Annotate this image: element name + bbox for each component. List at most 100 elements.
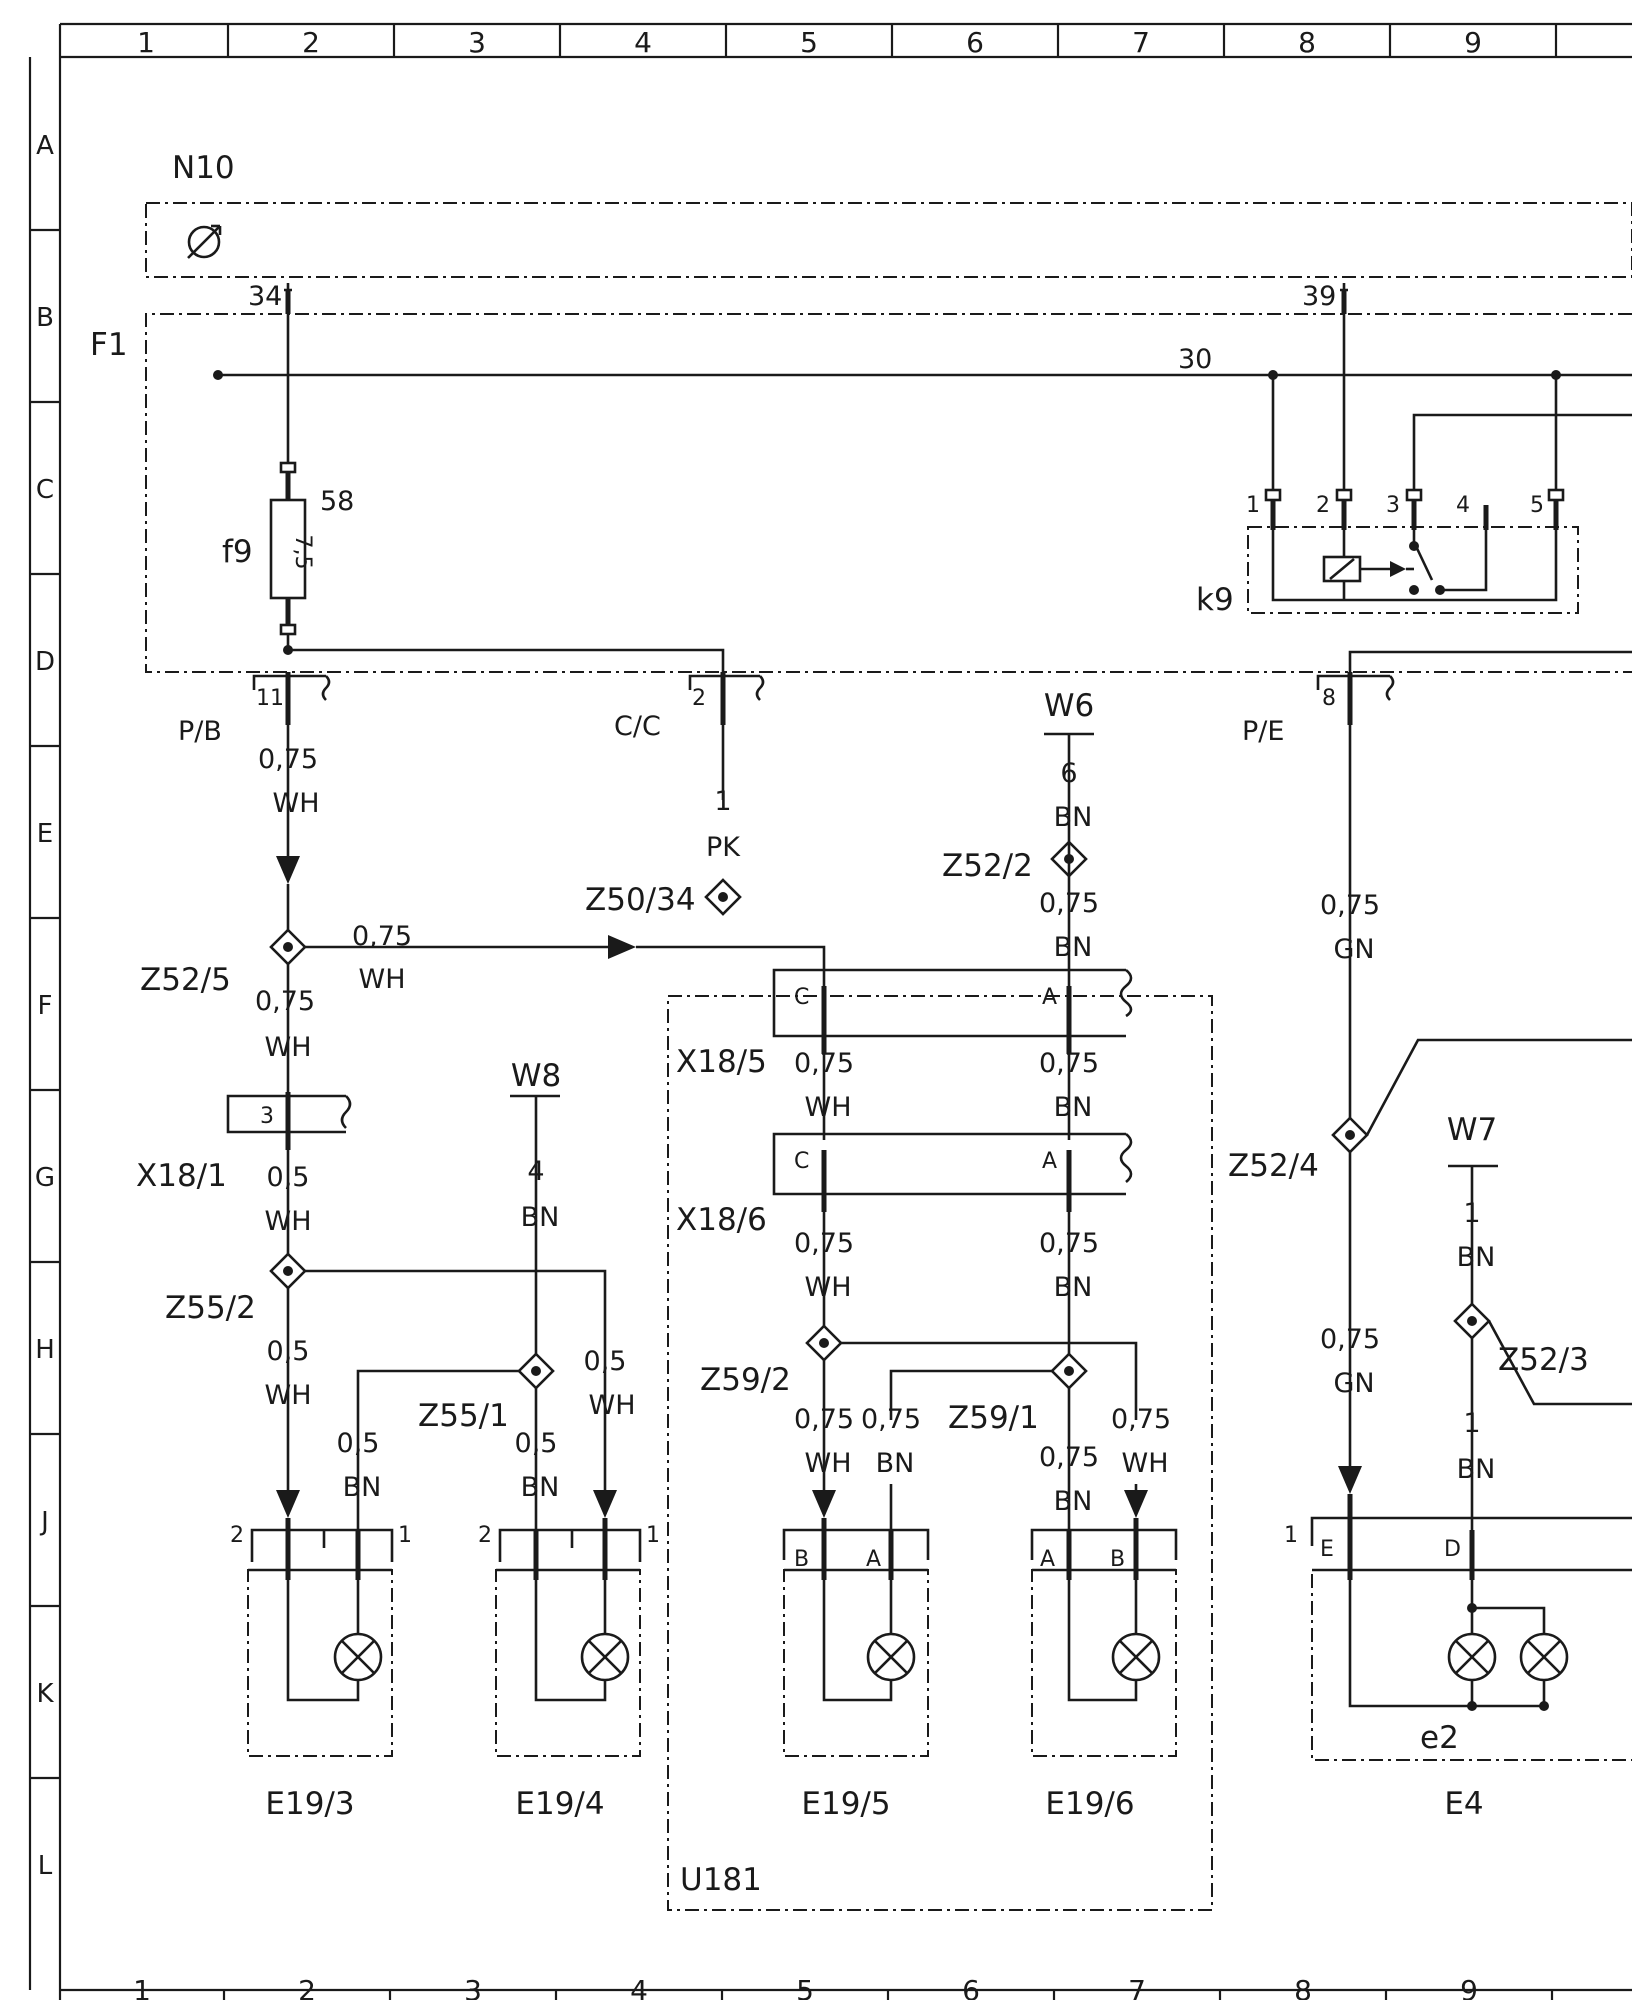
splice-z55-1 <box>517 1352 555 1390</box>
splice-z55-2-label: Z55/2 <box>165 1290 256 1326</box>
wire-size: 1 <box>1463 1408 1480 1439</box>
wire-color: BN <box>876 1448 915 1479</box>
wire-size: 0,5 <box>267 1162 310 1193</box>
col-label-top: 7 <box>1132 26 1150 59</box>
wire-size: 0,5 <box>337 1428 380 1459</box>
splice-z52-5 <box>269 928 307 966</box>
pin-a-label: A <box>1042 1149 1057 1174</box>
ground-w7-group: W7 1 BN Z52/3 1 BN <box>1447 1112 1632 1530</box>
row-label: J <box>39 1507 49 1537</box>
wire-size: 0,75 <box>1039 1442 1099 1473</box>
wire-size: 0,75 <box>1039 888 1099 919</box>
col-label-bottom: 4 <box>630 1974 648 2000</box>
connector-cc-label: C/C <box>614 711 661 742</box>
wire-color: BN <box>1054 932 1093 963</box>
splice-z59-1 <box>1050 1352 1088 1390</box>
row-label: E <box>37 819 53 849</box>
ground-w6-label: W6 <box>1044 688 1094 724</box>
pin-58-label: 58 <box>320 486 354 517</box>
wire-size: 0,75 <box>1039 1048 1099 1079</box>
wire-color: BN <box>521 1472 560 1503</box>
col-label-top: 8 <box>1298 26 1316 59</box>
relay-module-icon <box>187 224 222 259</box>
wire-color: WH <box>265 1206 312 1237</box>
wire-color: WH <box>805 1092 852 1123</box>
connector-x18-6-label: X18/6 <box>676 1202 767 1238</box>
splice-z52-5-label: Z52/5 <box>140 962 231 998</box>
pin-b-label: B <box>1110 1547 1125 1572</box>
wire-color: BN <box>1054 1486 1093 1517</box>
fuse-f9-circuit: 34 7,5 f9 58 <box>222 281 725 684</box>
wire-color: WH <box>805 1448 852 1479</box>
ground-w8-label: W8 <box>511 1058 561 1094</box>
splice-z59-2 <box>805 1324 843 1362</box>
col-label-top: 3 <box>468 26 486 59</box>
connector-pb-label: P/B <box>178 716 222 747</box>
splice-z52-3 <box>1453 1302 1491 1340</box>
wire-size: 0,5 <box>515 1428 558 1459</box>
wire-color: WH <box>273 788 320 819</box>
pin-a-label: A <box>1040 1547 1055 1572</box>
pin-1-label: 1 <box>646 1523 660 1548</box>
unit-u181-label: U181 <box>680 1862 762 1898</box>
lamp-icon <box>333 1632 383 1682</box>
ground-w7-label: W7 <box>1447 1112 1497 1148</box>
lamp-icon <box>1111 1632 1161 1682</box>
splice-z52-4-label: Z52/4 <box>1228 1148 1319 1184</box>
ground-w8-group: W8 4 BN Z55/1 0,5 BN 0,5 BN 0,5 WH <box>337 1058 636 1530</box>
splice-z59-1-label: Z59/1 <box>948 1400 1039 1436</box>
wire-color: WH <box>265 1032 312 1063</box>
row-label: D <box>35 647 55 677</box>
splice-z52-3-label: Z52/3 <box>1498 1342 1589 1378</box>
pin-30-label: 30 <box>1178 344 1212 375</box>
lamp-e4: 1 E D e2 E4 <box>1284 1494 1632 1822</box>
wire-color: WH <box>359 964 406 995</box>
wire-color: BN <box>1054 802 1093 833</box>
k9-pin-2: 2 <box>1316 493 1330 518</box>
wire-size: 0,75 <box>1320 890 1380 921</box>
pin-a-label: A <box>1042 985 1057 1010</box>
lamp-e19-3: 2 1 E19/3 <box>230 1518 412 1822</box>
pin-d-label: D <box>1444 1537 1461 1562</box>
col-label-bottom: 5 <box>796 1974 814 2000</box>
wire-size: 1 <box>714 786 731 817</box>
wire-size: 0,75 <box>794 1404 854 1435</box>
relay-k9: 39 1 2 3 4 5 k9 <box>1196 281 1632 618</box>
col-label-bottom: 7 <box>1128 1974 1146 2000</box>
pin-c-label: C <box>794 1149 809 1174</box>
col-label-top: 9 <box>1464 26 1482 59</box>
pin-2-label: 2 <box>692 686 706 711</box>
connector-cc: 2 C/C 1 PK Z50/34 <box>585 672 765 918</box>
lamp-e19-4: 2 1 E19/4 <box>478 1518 660 1822</box>
col-label-bottom: 2 <box>298 1974 316 2000</box>
pin-1-label: 1 <box>398 1523 412 1548</box>
pin-2-label: 2 <box>230 1523 244 1548</box>
junction-dot <box>213 370 223 380</box>
wire-color: GN <box>1333 1368 1374 1399</box>
col-label-bottom: 1 <box>133 1974 151 2000</box>
wire-color: BN <box>521 1202 560 1233</box>
wire-size: 4 <box>527 1156 544 1187</box>
wire-color: BN <box>1457 1242 1496 1273</box>
fuse-f9-label: f9 <box>222 534 253 570</box>
splice-z50-34-label: Z50/34 <box>585 882 696 918</box>
wire-color: WH <box>805 1272 852 1303</box>
lamp-e19-4-label: E19/4 <box>515 1786 604 1822</box>
splice-z55-2 <box>269 1252 307 1290</box>
pin-a-label: A <box>866 1547 881 1572</box>
wire-color: PK <box>706 832 741 863</box>
row-label: G <box>35 1163 55 1193</box>
wire-size: 0,5 <box>584 1346 627 1377</box>
lamp-e19-3-label: E19/3 <box>265 1786 354 1822</box>
splice-z55-1-label: Z55/1 <box>418 1398 509 1434</box>
connector-x18-6: C A X18/6 <box>676 1132 1133 1238</box>
wire-size: 1 <box>1463 1198 1480 1229</box>
pin-1-label: 1 <box>1284 1523 1298 1548</box>
lamp-e19-5-label: E19/5 <box>801 1786 890 1822</box>
relay-contact <box>1409 585 1419 595</box>
connector-pe: 8 P/E 0,75 GN Z52/4 0,75 GN <box>1228 650 1632 1494</box>
wire-size: 0,75 <box>794 1048 854 1079</box>
wire-size: 0,5 <box>267 1336 310 1367</box>
col-label-top: 6 <box>966 26 984 59</box>
